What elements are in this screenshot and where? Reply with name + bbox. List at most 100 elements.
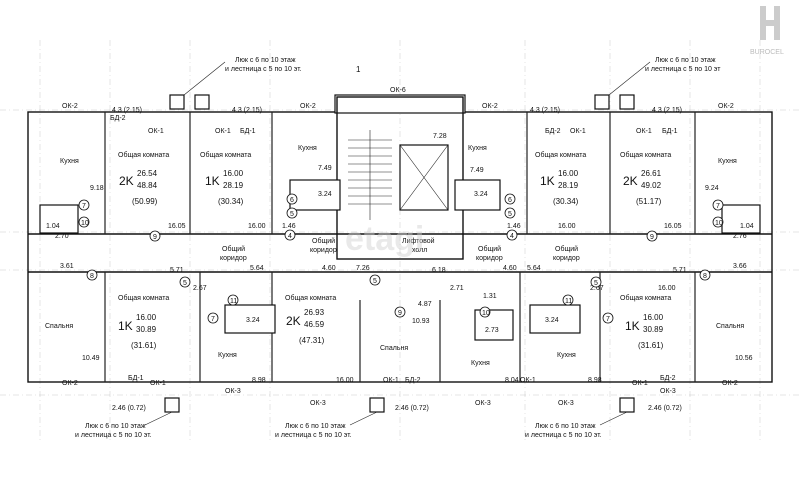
balcony-b1: 2.46 (0.72) <box>112 405 146 412</box>
apt-total: (30.34) <box>553 197 579 206</box>
window-ok1-b4: ОК-1 <box>632 380 648 387</box>
dim: 16.05 <box>168 223 186 230</box>
dim: 3.24 <box>545 317 559 324</box>
dim: 1.04 <box>740 223 754 230</box>
dim: 3.24 <box>474 191 488 198</box>
staircase <box>348 130 392 220</box>
marker: 10 <box>482 310 490 317</box>
corridor-right-1: Общий <box>478 245 501 253</box>
dim: 4.60 <box>503 265 517 272</box>
marker: 10 <box>715 220 723 227</box>
window-ok1-b3: ОК-1 <box>520 377 536 384</box>
apt-living: 30.89 <box>136 325 157 334</box>
dim: 6.18 <box>432 267 446 274</box>
kitchen-label-a7: Кухня <box>557 352 576 359</box>
kitchen-label-a1: Кухня <box>60 158 79 165</box>
marker: 8 <box>703 273 707 280</box>
door-bd1-b1: БД-1 <box>128 375 144 382</box>
window-ok2-t3: ОК-2 <box>482 103 498 110</box>
dim: 3.24 <box>246 317 260 324</box>
dim: 7.26 <box>356 265 370 272</box>
window-ok1-b1: ОК-1 <box>150 380 166 387</box>
corridor-far-2: коридор <box>553 255 580 262</box>
corridor-mid-1: Общий <box>312 237 335 245</box>
door-bd2-t2: БД-2 <box>545 128 561 135</box>
hatch-note-bottom-1b: и лестница с 5 по 10 эт. <box>75 432 152 439</box>
wc-left <box>39 204 79 234</box>
dim: 8.98 <box>588 377 602 384</box>
lift-hall-2: холл <box>412 247 427 254</box>
dim: 5.64 <box>527 265 541 272</box>
window-ok3-b4: ОК-3 <box>558 400 574 407</box>
window-ok2-bl: ОК-2 <box>62 380 78 387</box>
window-ok1-b2: ОК-1 <box>383 377 399 384</box>
apt-type: 2K <box>623 174 638 188</box>
apt-area: 16.00 <box>136 313 157 322</box>
apartment-a6: 2K 26.93 46.59 (47.31) <box>286 308 325 345</box>
window-ok2-tr: ОК-2 <box>718 103 734 110</box>
balcony-t3: 4.3 (2.15) <box>530 107 560 114</box>
dim: 10.49 <box>82 355 100 362</box>
dim: 2.73 <box>485 327 499 334</box>
apartment-a2: 1K 16.00 28.19 (30.34) <box>205 169 244 206</box>
hatch-note-bottom-3a: Люк с 6 по 10 этаж <box>535 423 596 430</box>
dim: 16.00 <box>558 223 576 230</box>
bathroom-a3 <box>454 179 501 211</box>
dim: 2.67 <box>193 285 207 292</box>
hatch-note-top-left-1: Люк с 6 по 10 этаж <box>235 57 296 64</box>
dim: 10.93 <box>412 318 430 325</box>
door-bd1-t2: БД-1 <box>662 128 678 135</box>
kitchen-label-a3: Кухня <box>468 145 487 152</box>
window-ok1-t4: ОК-1 <box>636 128 652 135</box>
corridor-left-1: Общий <box>222 245 245 253</box>
marker: 4 <box>510 233 514 240</box>
dim: 9.18 <box>90 185 104 192</box>
apt-living: 28.19 <box>223 181 244 190</box>
balcony-b3: 2.46 (0.72) <box>648 405 682 412</box>
marker: 5 <box>508 211 512 218</box>
stamp-label: 1 <box>356 65 361 74</box>
dim: 2.71 <box>450 285 464 292</box>
dim: 7.49 <box>470 167 484 174</box>
window-ok2-br: ОК-2 <box>722 380 738 387</box>
dim: 8.04 <box>505 377 519 384</box>
living-label-a7: Общая комната <box>620 294 671 302</box>
door-bd2-t1: БД-2 <box>110 115 126 122</box>
balcony-t2: 4.3 (2.15) <box>232 107 262 114</box>
window-ok3-b1: ОК-3 <box>225 388 241 395</box>
marker: 6 <box>508 197 512 204</box>
dim: 2.67 <box>590 285 604 292</box>
lift-hall-1: Лифтовой <box>402 237 435 245</box>
dim: 3.61 <box>60 263 74 270</box>
corner-logo: BUROCEL <box>748 2 792 60</box>
marker: 5 <box>290 211 294 218</box>
corner-logo-text: BUROCEL <box>750 49 784 56</box>
hatch-note-top-left-2: и лестница с 5 по 10 эт. <box>225 66 302 73</box>
door-bd1-t1: БД-1 <box>240 128 256 135</box>
corridor-left-2: коридор <box>220 255 247 262</box>
apt-living: 46.59 <box>304 320 325 329</box>
apt-type: 1K <box>540 174 555 188</box>
living-label-a1: Общая комната <box>118 151 169 159</box>
hatch-markers <box>144 61 651 426</box>
dim: 2.76 <box>733 233 747 240</box>
dim: 16.00 <box>248 223 266 230</box>
balcony-t4: 4.3 (2.15) <box>652 107 682 114</box>
dim: 1.46 <box>282 223 296 230</box>
marker: 7 <box>82 203 86 210</box>
room-markers: 7 10 9 6 5 4 6 5 4 9 7 10 8 5 11 7 5 9 1… <box>78 193 724 324</box>
living-label-a6: Общая комната <box>285 294 336 302</box>
apartment-a5: 1K 16.00 30.89 (31.61) <box>118 313 157 350</box>
window-ok1-t3: ОК-1 <box>570 128 586 135</box>
apt-type: 1K <box>625 319 640 333</box>
window-ok3-b5: ОК-3 <box>660 388 676 395</box>
marker: 10 <box>81 220 89 227</box>
dim: 7.28 <box>433 133 447 140</box>
apartment-a1: 2K 26.54 48.84 (50.99) <box>119 169 158 206</box>
corridor-mid-2: коридор <box>310 247 337 254</box>
dim: 1.04 <box>46 223 60 230</box>
apt-total: (31.61) <box>131 341 157 350</box>
hatch-note-bottom-3b: и лестница с 5 по 10 эт. <box>525 432 602 439</box>
bathroom-a1 <box>289 179 341 211</box>
dim: 1.31 <box>483 293 497 300</box>
